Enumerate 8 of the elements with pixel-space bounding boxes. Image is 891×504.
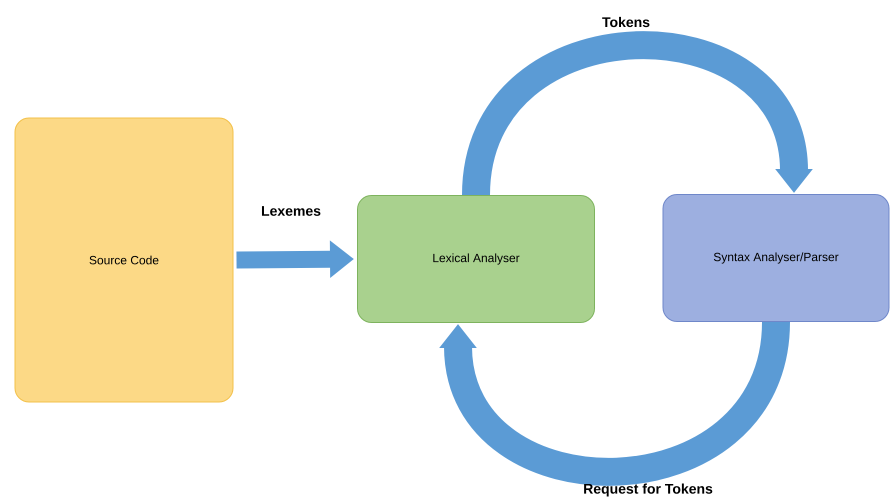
block-arrow [462,31,813,197]
process-box: Source Code [14,118,234,402]
edge-label: Request for Tokens [584,483,712,497]
process-box: Lexical Analyser [357,195,595,323]
edge-label: Lexemes [262,206,320,216]
edge-label: Tokens [602,16,650,28]
block-arrow [439,320,790,486]
process-box: Syntax Analyser/Parser [662,194,890,322]
